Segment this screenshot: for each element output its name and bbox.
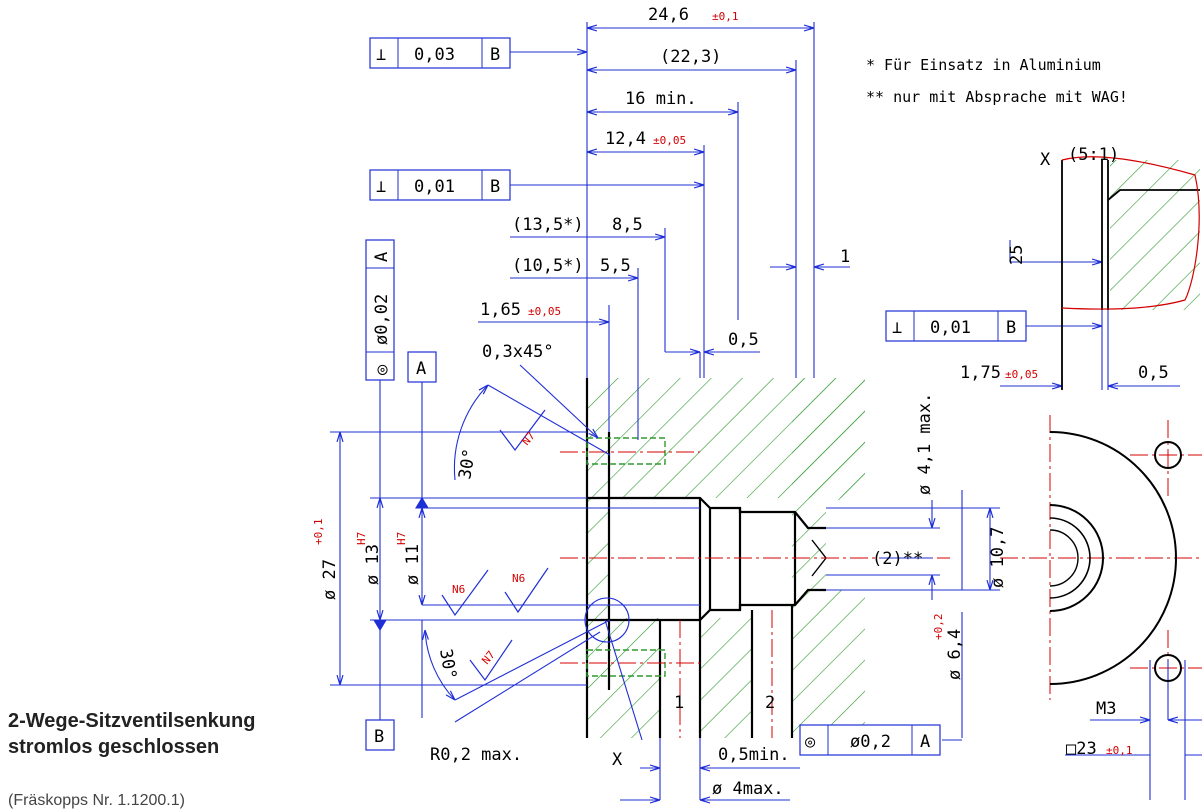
surface-n6-b: N6: [512, 572, 525, 585]
dim-11: ø 11: [403, 544, 423, 585]
frame-conc-002-datum: A: [372, 252, 392, 262]
dimension-text: 24,6 ±0,1 (22,3) 16 min. 12,4 ±0,05 (13,…: [312, 5, 1169, 799]
dim-1-65: 1,65: [480, 300, 521, 320]
square: □23: [1066, 739, 1097, 759]
detail-x-outline: [1061, 160, 1200, 390]
frame-perp-003-value: 0,03: [414, 45, 455, 65]
dim-total-length: 24,6: [648, 5, 689, 25]
detail-title: X: [1040, 150, 1051, 170]
dim-ref-length: (22,3): [660, 47, 721, 67]
frame-conc-02: ◎ ø0,2 A: [799, 724, 941, 756]
port-1: 1: [674, 693, 684, 713]
port-2: 2: [765, 693, 775, 713]
dim-10-5: (10,5*): [512, 256, 584, 276]
frame-perp-001-value: 0,01: [414, 177, 455, 197]
angle-bottom: 30°: [435, 647, 460, 681]
detail-1-75-tol: ±0,05: [1005, 368, 1038, 381]
surface-symbol-3: [504, 567, 549, 614]
dim-chamfer: 0,3x45°: [482, 342, 554, 362]
surface-symbol-1: [499, 409, 546, 451]
frame-conc-02-datum: A: [920, 732, 930, 752]
dim-8-5: 8,5: [612, 215, 643, 235]
dim-27: ø 27: [320, 559, 340, 600]
dim-6-4: ø 6,4: [945, 629, 965, 680]
dim-min-depth: 16 min.: [625, 89, 697, 109]
surface-symbol-4: [469, 639, 513, 682]
frame-conc-002-symbol: ◎: [372, 364, 392, 375]
part-outline: [585, 378, 827, 738]
datum-a-label: A: [416, 359, 426, 379]
datum-b-label: B: [374, 727, 384, 747]
front-view: [1049, 431, 1182, 685]
caption-subtitle: (Fräskopps Nr. 1.1200.1): [8, 792, 185, 809]
thread: M3: [1096, 699, 1116, 719]
detail-x-break-line: [1061, 156, 1200, 310]
frame-perp-detail: ⊥ 0,01 B: [885, 310, 1027, 342]
square-tol: ±0,1: [1106, 744, 1133, 757]
datum-a-box: A: [407, 351, 437, 383]
frame-perp-detail-datum: B: [1006, 318, 1016, 338]
radius: R0,2 max.: [430, 745, 522, 765]
note-aluminium: * Für Einsatz in Aluminium: [866, 56, 1101, 74]
min-0-5: 0,5min.: [718, 745, 790, 765]
frame-perp-detail-symbol: ⊥: [892, 318, 902, 338]
dim-6-4-tol: +0,2: [932, 614, 945, 641]
dim-bore-depth: 12,4: [605, 129, 646, 149]
frame-conc-02-value: ø0,2: [850, 732, 891, 752]
detail-25: 25: [1007, 245, 1027, 265]
frame-conc-002-value: ø0,02: [372, 294, 392, 345]
frame-conc-02-symbol: ◎: [805, 732, 816, 752]
detail-1-75: 1,75: [960, 363, 1001, 383]
frame-conc-002-vertical: A ø0,02 ◎: [365, 239, 395, 381]
dim-1: 1: [840, 247, 850, 267]
dim-bore-depth-tol: ±0,05: [653, 134, 686, 147]
dim-13-5: (13,5*): [512, 215, 584, 235]
max-4: ø 4max.: [712, 779, 784, 799]
caption-title-line2: stromlos geschlossen: [8, 736, 220, 758]
frame-perp-001-datum: B: [490, 177, 500, 197]
dim-5-5: 5,5: [600, 256, 631, 276]
surface-symbol-2: [441, 569, 489, 617]
dim-total-length-tol: ±0,1: [712, 10, 739, 23]
frame-perp-001-symbol: ⊥: [376, 177, 386, 197]
dim-0-5: 0,5: [728, 330, 759, 350]
dim-13: ø 13: [363, 544, 383, 585]
note-wag: ** nur mit Absprache mit WAG!: [866, 88, 1128, 106]
caption-title: 2-Wege-Sitzventilsenkung stromlos geschl…: [8, 708, 255, 760]
dimension-lines: [330, 22, 1202, 800]
detail-0-5: 0,5: [1138, 363, 1169, 383]
dim-2: (2)**: [872, 549, 923, 569]
dim-11-fit: H7: [395, 532, 408, 545]
detail-scale: (5:1): [1068, 145, 1119, 165]
section-mark: X: [612, 750, 623, 770]
surface-symbols: [441, 409, 549, 682]
caption-title-line1: 2-Wege-Sitzventilsenkung: [8, 710, 256, 732]
surface-n6-a: N6: [452, 583, 465, 596]
frame-perp-003-symbol: ⊥: [376, 45, 386, 65]
dim-10-7: ø 10,7: [988, 527, 1008, 588]
datum-b-box: B: [365, 719, 395, 751]
dim-4-1: ø 4,1 max.: [915, 393, 935, 495]
frame-perp-detail-value: 0,01: [930, 318, 971, 338]
frame-perp-003-datum: B: [490, 45, 500, 65]
angle-top: 30°: [455, 447, 480, 481]
dim-1-65-tol: ±0,05: [528, 305, 561, 318]
frame-perp-001: ⊥ 0,01 B: [369, 169, 511, 201]
dim-13-fit: H7: [355, 532, 368, 545]
frame-perp-003: ⊥ 0,03 B: [369, 37, 511, 69]
dim-27-tol: +0,1: [312, 519, 325, 546]
